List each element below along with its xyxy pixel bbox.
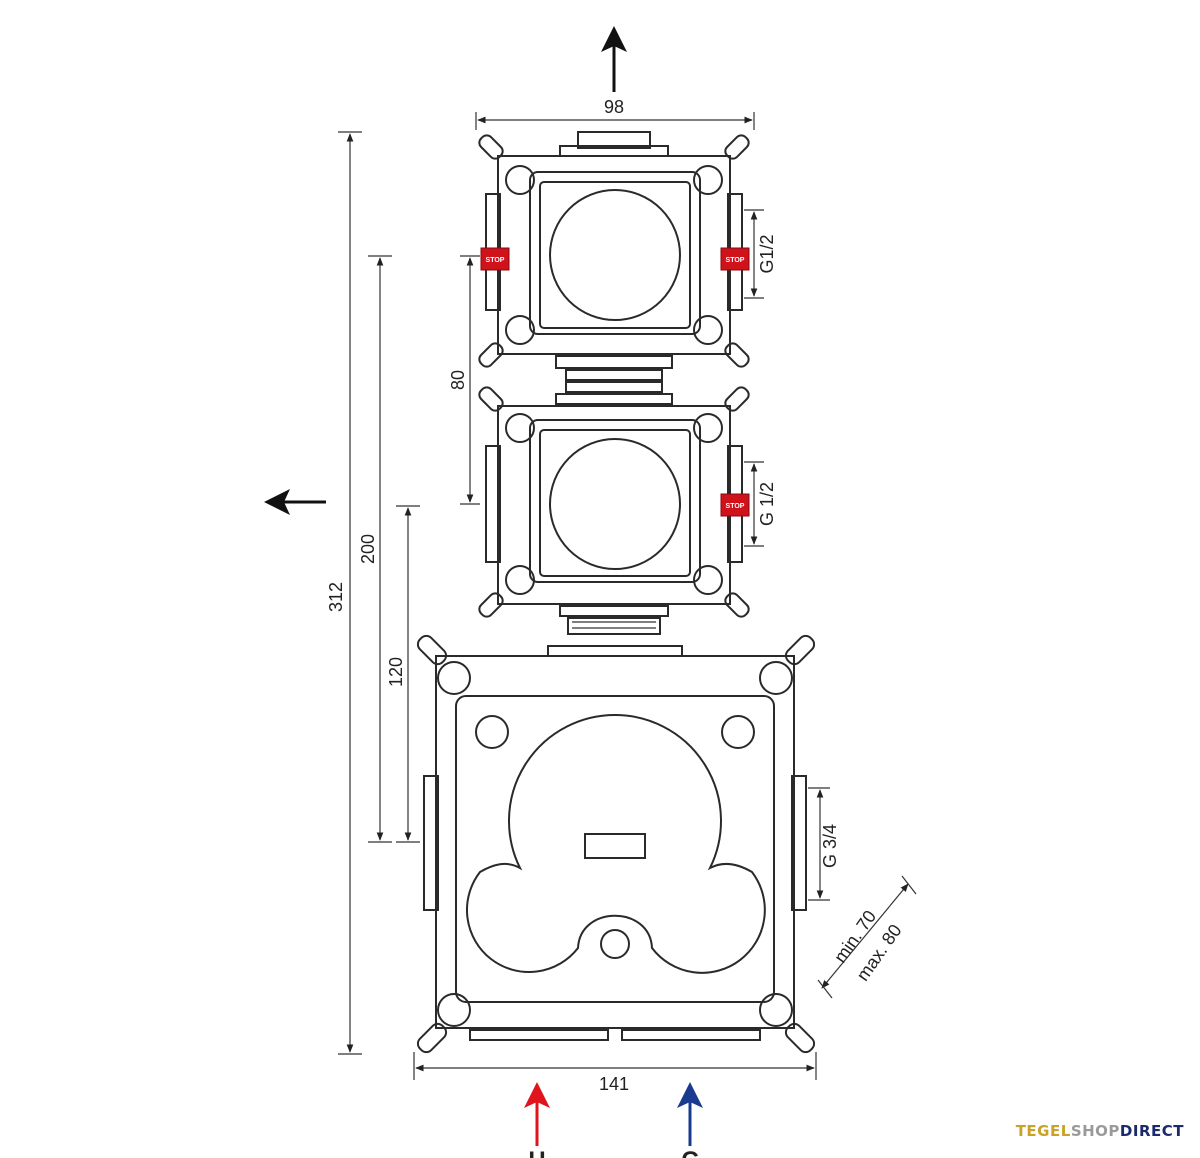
svg-text:STOP: STOP [486, 257, 505, 264]
dimension-height-120: 120 [386, 505, 420, 843]
dimension-bottom-width: 141 [413, 1052, 817, 1094]
stop-badge-upper-left: STOP [480, 247, 510, 271]
dimension-spacing-80: 80 [448, 255, 480, 505]
thread-dimension-middle: G 1/2 [744, 461, 777, 547]
cold-inlet-label: C [681, 1147, 698, 1158]
stop-badge-middle-right: STOP [720, 493, 750, 517]
dimension-mounting-depth: min. 70 max. 80 [817, 875, 917, 999]
thermostat-box [416, 634, 816, 1054]
thread-dimension-upper: G1/2 [744, 209, 777, 299]
dimension-total-height: 312 [326, 131, 362, 1055]
thread-dimension-thermostat: G 3/4 [808, 787, 840, 901]
upper-stop-valve-box [478, 131, 750, 368]
hot-water-inlet-arrow [524, 1082, 550, 1146]
stop-badge-upper-right: STOP [720, 247, 750, 271]
svg-text:200: 200 [358, 534, 378, 564]
dimension-top-width: 98 [475, 97, 755, 130]
svg-text:98: 98 [604, 97, 624, 117]
middle-stop-valve-box [478, 386, 750, 618]
svg-text:STOP: STOP [726, 257, 745, 264]
brand-part-direct: DIRECT [1119, 1122, 1184, 1140]
svg-text:G1/2: G1/2 [757, 234, 777, 273]
hot-inlet-label: H [528, 1147, 545, 1158]
brand-logo: TEGELSHOPDIRECT [1016, 1122, 1184, 1140]
svg-text:141: 141 [599, 1074, 629, 1094]
outlet-up-arrow [601, 26, 627, 92]
brand-part-tegel: TEGEL [1015, 1122, 1071, 1140]
svg-text:STOP: STOP [726, 503, 745, 510]
cold-water-inlet-arrow [677, 1082, 703, 1146]
outlet-left-arrow [264, 489, 326, 515]
svg-text:G 3/4: G 3/4 [820, 824, 840, 868]
svg-text:120: 120 [386, 657, 406, 687]
module-connector-upper [555, 355, 673, 405]
dimension-height-200: 200 [358, 255, 392, 843]
svg-text:G 1/2: G 1/2 [757, 482, 777, 526]
brand-part-shop: SHOP [1070, 1122, 1120, 1140]
module-connector-lower [547, 605, 683, 657]
svg-text:80: 80 [448, 370, 468, 390]
svg-text:312: 312 [326, 582, 346, 612]
